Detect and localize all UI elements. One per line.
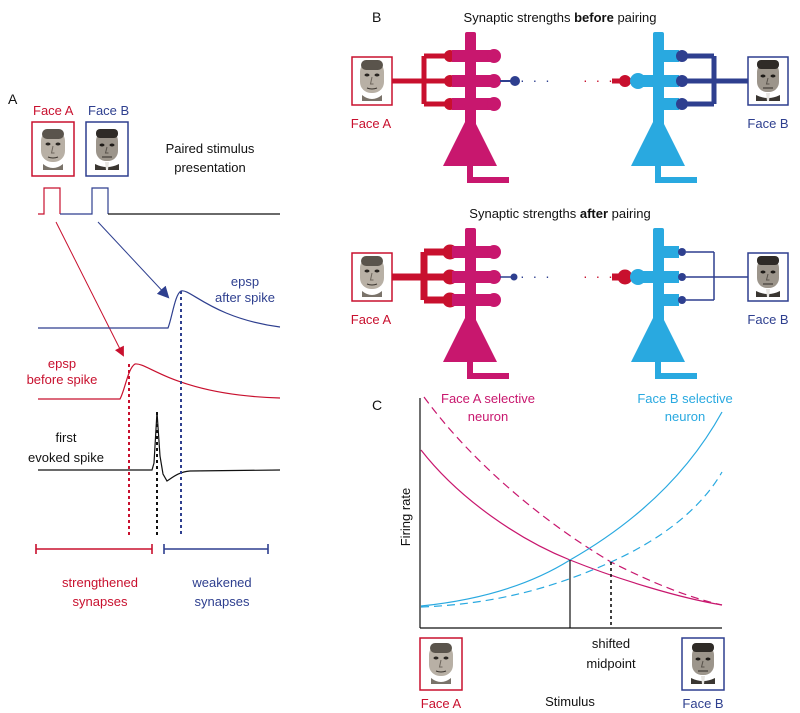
arrow-face-b-to-epsp bbox=[97, 221, 170, 299]
weakened-line1: weakened bbox=[191, 575, 251, 590]
epsp-before-line2: before spike bbox=[27, 372, 98, 387]
stimulus-pulse-b bbox=[60, 187, 109, 215]
panel-a-face-a-label: Face A bbox=[33, 103, 74, 118]
shifted-line2: midpoint bbox=[586, 656, 636, 671]
after-cyan-neuron bbox=[630, 228, 697, 379]
epsp-after-line1: epsp bbox=[231, 274, 259, 289]
c-face-b-label: Face B bbox=[682, 696, 723, 711]
after-face-b-label: Face B bbox=[747, 312, 788, 327]
before-ellipsis-blue: · · · bbox=[520, 72, 552, 88]
before-a-to-b-axon: · · · bbox=[500, 72, 552, 88]
after-face-b-axons bbox=[686, 251, 748, 301]
face-a-selective-line1: Face A selective bbox=[441, 391, 535, 406]
paired-stimulus-line2: presentation bbox=[174, 160, 246, 175]
first-spike-trace bbox=[38, 411, 281, 482]
x-axis-label: Stimulus bbox=[545, 694, 595, 709]
paired-stimulus-line1: Paired stimulus bbox=[166, 141, 255, 156]
before-pairing-title: Synaptic strengths before pairing bbox=[464, 10, 657, 25]
strengthened-bracket bbox=[35, 544, 153, 554]
after-blue-synapses bbox=[678, 248, 686, 304]
after-row: Face A · · · · · · bbox=[351, 228, 789, 379]
first-spike-line1: first bbox=[56, 430, 77, 445]
epsp-after-trace bbox=[38, 290, 281, 329]
epsp-after-line2: after spike bbox=[215, 290, 275, 305]
y-axis-label: Firing rate bbox=[398, 488, 413, 547]
weakened-bracket bbox=[163, 544, 269, 554]
after-face-a-label: Face A bbox=[351, 312, 392, 327]
epsp-before-trace bbox=[38, 363, 281, 400]
epsp-before-line1: epsp bbox=[48, 356, 76, 371]
stimulus-pulse-a bbox=[38, 187, 61, 215]
after-a-to-b-axon: · · · bbox=[500, 268, 552, 284]
before-ellipsis-red: · · · bbox=[583, 72, 615, 88]
after-ellipsis-blue: · · · bbox=[520, 268, 552, 284]
after-ellipsis-red: · · · bbox=[583, 268, 615, 284]
first-spike-line2: evoked spike bbox=[28, 450, 104, 465]
strengthened-line1: strengthened bbox=[62, 575, 138, 590]
c-face-a-label: Face A bbox=[421, 696, 462, 711]
after-pairing-title: Synaptic strengths after pairing bbox=[469, 206, 650, 221]
before-b-to-a-axon: · · · bbox=[583, 72, 631, 88]
shifted-line1: shifted bbox=[592, 636, 630, 651]
weakened-line2: synapses bbox=[195, 594, 250, 609]
before-face-b-axons bbox=[686, 53, 748, 107]
before-row: Face A · · · · · · bbox=[351, 32, 789, 183]
before-cyan-neuron bbox=[630, 32, 697, 183]
strengthened-line2: synapses bbox=[73, 594, 128, 609]
face-a-curve-before bbox=[420, 449, 723, 606]
before-face-b-label: Face B bbox=[747, 116, 788, 131]
face-b-selective-line2: neuron bbox=[665, 409, 705, 424]
before-face-a-label: Face A bbox=[351, 116, 392, 131]
panel-a-face-b-label: Face B bbox=[88, 103, 129, 118]
before-face-a-axons bbox=[392, 53, 446, 107]
after-face-a-axons bbox=[392, 248, 446, 304]
face-a-selective-line2: neuron bbox=[468, 409, 508, 424]
face-b-curve-before bbox=[420, 411, 723, 607]
before-blue-synapses bbox=[676, 50, 688, 110]
face-a-curve-after bbox=[423, 396, 723, 606]
face-b-selective-line1: Face B selective bbox=[637, 391, 732, 406]
after-magenta-neuron bbox=[443, 228, 509, 379]
face-b-curve-after bbox=[420, 471, 723, 608]
arrow-face-a-to-epsp bbox=[55, 221, 124, 357]
panel-a-letter: A bbox=[8, 91, 18, 107]
before-magenta-neuron bbox=[443, 32, 509, 183]
after-b-to-a-axon: · · · bbox=[583, 268, 633, 285]
panel-b-letter: B bbox=[372, 9, 381, 25]
panel-c-letter: C bbox=[372, 397, 382, 413]
